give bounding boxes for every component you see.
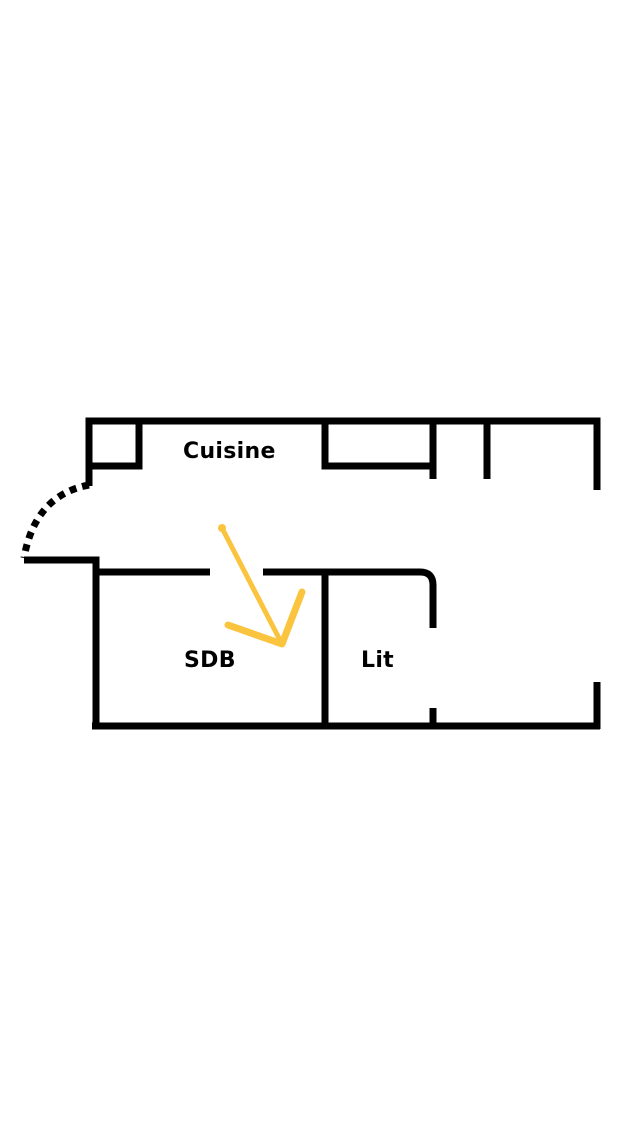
left-closet	[89, 421, 143, 470]
walls	[24, 417, 601, 730]
right-closet	[321, 421, 433, 470]
arrow-down-right-icon	[218, 524, 306, 648]
door-swing-icon	[20, 481, 90, 559]
room-label-bed: Lit	[361, 648, 394, 673]
room-label-kitchen: Cuisine	[183, 439, 276, 464]
top-wall	[85, 417, 601, 490]
bathroom-top-wall-right	[263, 568, 437, 628]
entry-step-wall	[24, 556, 100, 729]
room-label-bathroom: SDB	[184, 648, 236, 673]
